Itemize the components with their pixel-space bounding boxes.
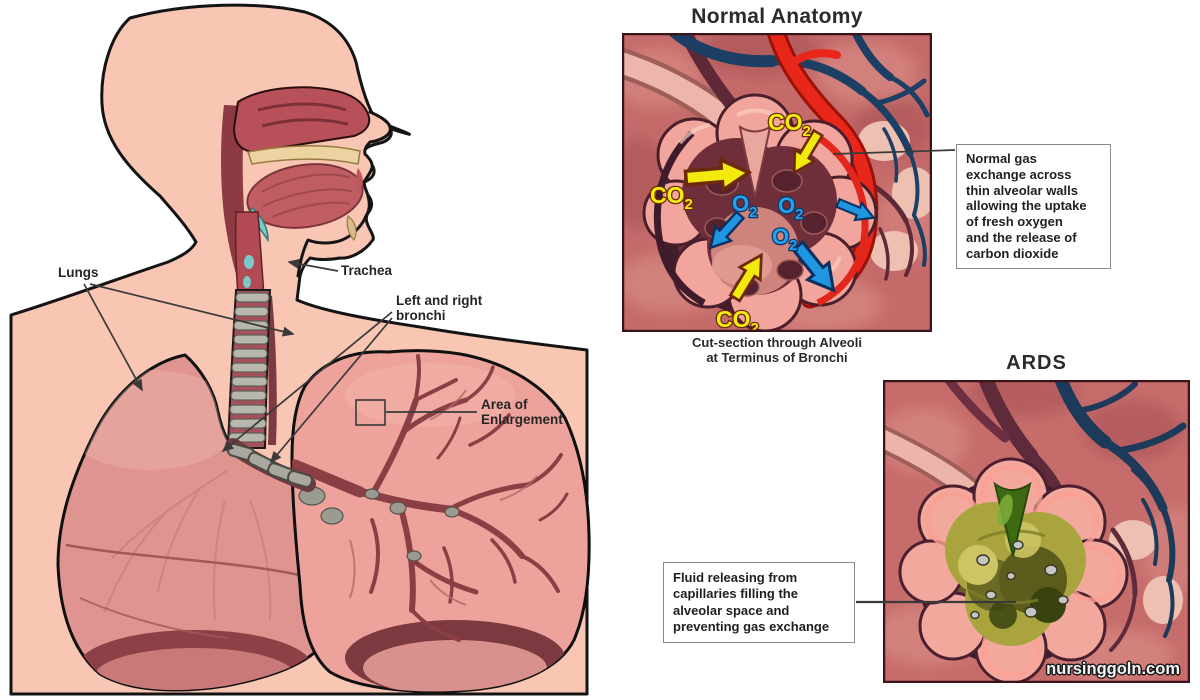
body-illustration: [9, 3, 591, 696]
trachea-label: Trachea: [341, 263, 393, 278]
co2-label: CO2: [768, 109, 811, 140]
ards-panel: [883, 380, 1190, 683]
o2-label: O2: [772, 224, 797, 254]
area-of-enlargement-label: Area of Enlargement: [481, 397, 563, 427]
lungs-label: Lungs: [58, 265, 99, 280]
normal-anatomy-caption: Cut-section through Alveoli at Terminus …: [692, 335, 862, 365]
vessels: [883, 380, 1187, 652]
trachea-tube: [226, 289, 272, 449]
bronchi-label: Left and right bronchi: [396, 293, 483, 323]
gas-labels: CO2 CO2 CO2 O2 O2 O2: [649, 108, 812, 332]
panel-frame: [883, 380, 1190, 683]
palate: [247, 145, 361, 165]
normal-anatomy-title: Normal Anatomy: [691, 5, 863, 28]
panel-frame: [622, 33, 932, 332]
head-cross-section: [221, 86, 371, 297]
co2-label: CO2: [716, 306, 759, 332]
mouth: [356, 168, 363, 190]
ards-fluid-note: Fluid releasing from capillaries filling…: [663, 562, 855, 644]
normal-anatomy-panel: CO2 CO2 CO2 O2 O2 O2: [622, 33, 932, 332]
co2-label: CO2: [650, 182, 693, 213]
o2-label: O2: [778, 193, 803, 223]
normal-gas-exchange-note: Normal gas exchange across thin alveolar…: [956, 144, 1111, 269]
ards-title: ARDS: [1006, 352, 1067, 374]
pharynx: [221, 105, 258, 288]
fluid-bubbles: [970, 540, 1069, 620]
o2-label: O2: [732, 191, 757, 221]
watermark: nursinggoln.com: [1046, 660, 1180, 678]
alveolus-ards: [898, 457, 1129, 683]
tongue: [246, 163, 364, 229]
